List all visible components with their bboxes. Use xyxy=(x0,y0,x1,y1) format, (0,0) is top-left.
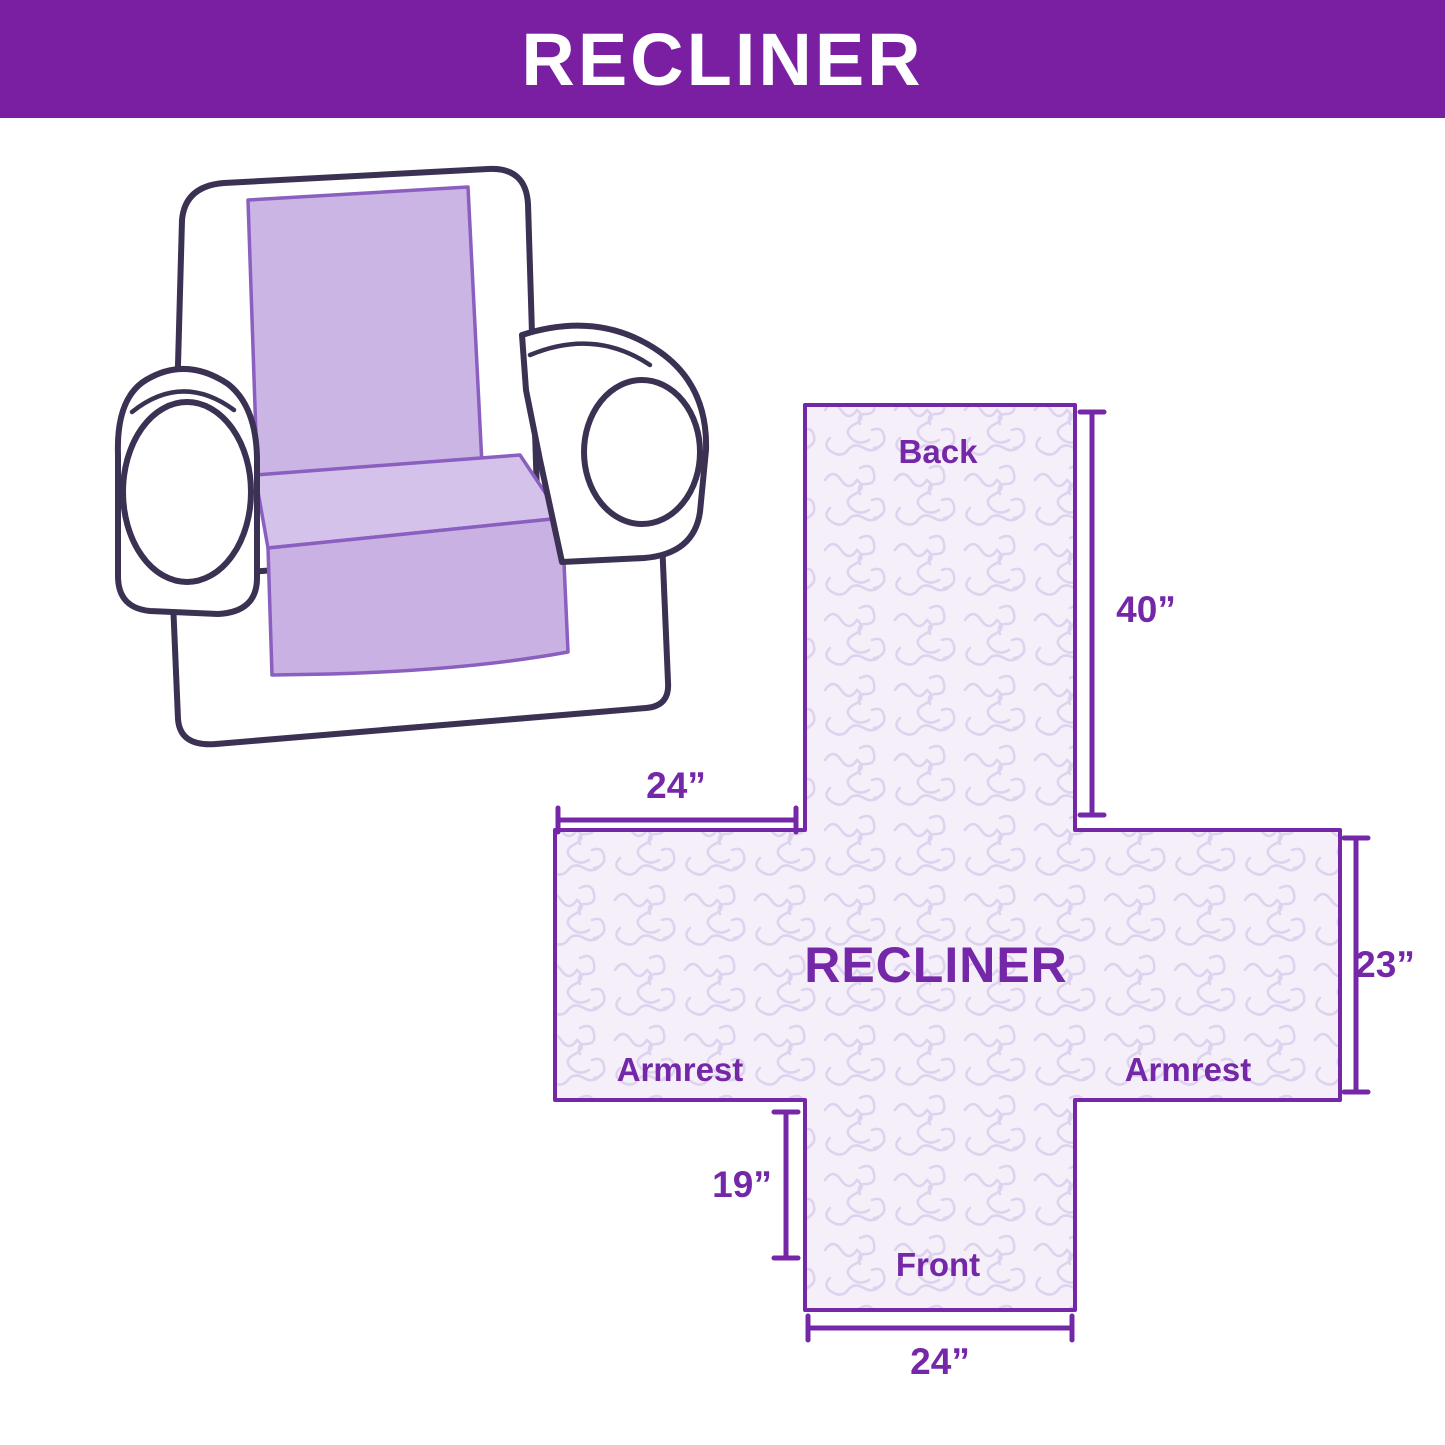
center-recliner-label: RECLINER xyxy=(804,937,1068,993)
measure-line-back-height xyxy=(1077,409,1107,818)
chair-svg xyxy=(114,165,710,748)
measure-line-side-height xyxy=(1341,835,1371,1095)
measure-line-armrest-width xyxy=(555,805,799,835)
armrest-left-label: Armrest xyxy=(616,1051,744,1088)
measure-line-front-drop xyxy=(771,1109,801,1261)
cover-layout-diagram: Back RECLINER Armrest Armrest Front 40” … xyxy=(540,390,1420,1390)
cover-cross-svg xyxy=(553,403,1371,1343)
measurement-armrest-width: 24” xyxy=(646,765,706,806)
measurement-front-width: 24” xyxy=(910,1341,970,1382)
chair-right-arm-roll-line xyxy=(527,341,653,368)
recliner-chair-illustration xyxy=(90,160,740,780)
measure-line-front-width xyxy=(805,1313,1075,1343)
measurement-side-height: 23” xyxy=(1355,944,1415,985)
cover-back-panel xyxy=(246,185,484,498)
front-section-label: Front xyxy=(895,1246,981,1283)
cover-front-drop xyxy=(266,516,570,677)
chair-right-arm-front xyxy=(581,377,703,527)
header-title: RECLINER xyxy=(521,17,924,101)
armrest-right-label: Armrest xyxy=(1124,1051,1252,1088)
measurement-front-drop: 19” xyxy=(712,1164,772,1205)
chair-left-arm-front xyxy=(120,399,254,585)
cover-cross-shape xyxy=(553,403,1342,1312)
chair-left-arm-roll-line xyxy=(129,389,237,415)
header-banner: RECLINER xyxy=(0,0,1445,118)
back-section-label: Back xyxy=(898,433,978,470)
measurement-back-height: 40” xyxy=(1116,589,1176,630)
